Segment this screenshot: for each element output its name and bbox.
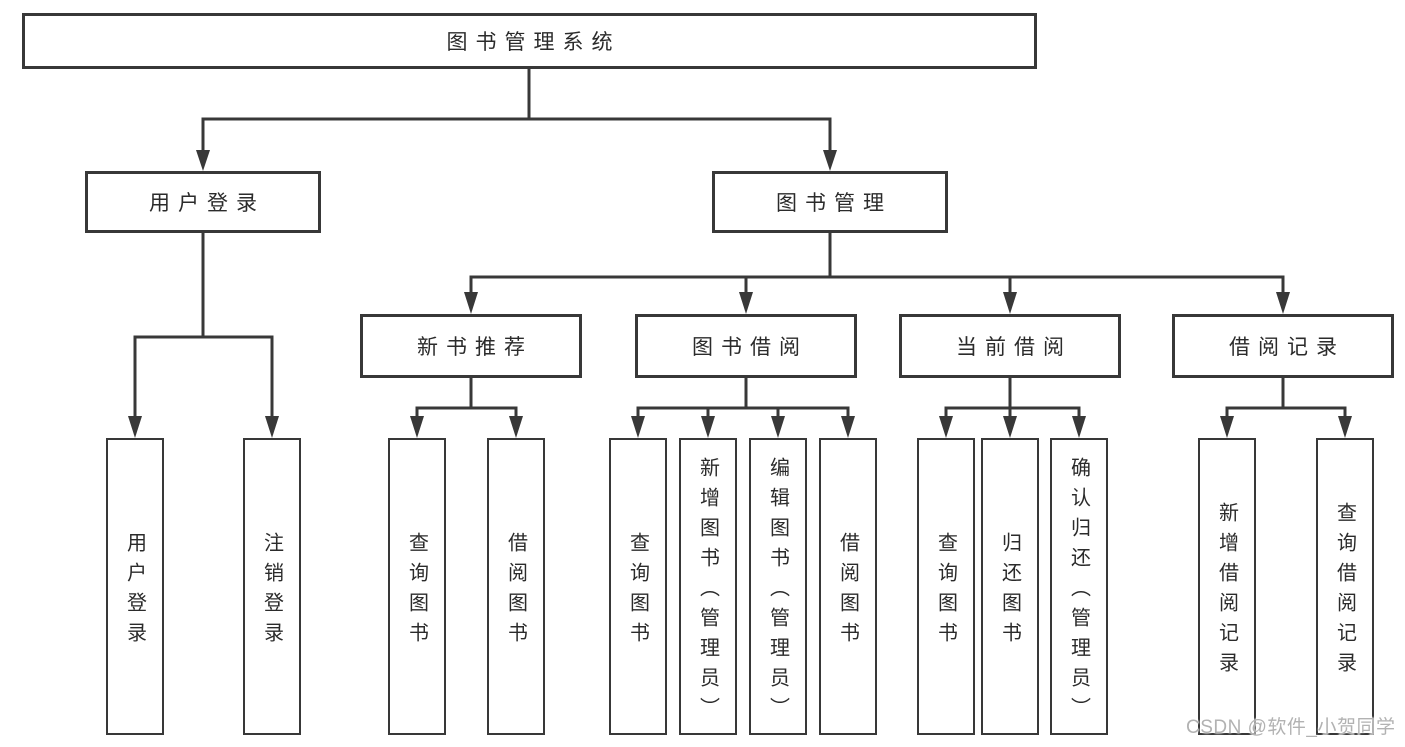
node-query-books-1: 查询图书 [388,438,446,735]
node-label: 编辑图书（管理员） [766,456,789,727]
node-label: 图书管理 [776,192,892,215]
node-add-borrow-record: 新增借阅记录 [1198,438,1256,735]
node-borrowing-records: 借阅记录 [1172,314,1394,378]
node-label: 归还图书 [998,531,1021,652]
node-label: 查询借阅记录 [1333,501,1356,682]
node-label: 查询图书 [626,531,649,652]
node-label: 确认归还（管理员） [1067,456,1090,727]
node-label: 用户登录 [123,531,146,652]
watermark-text: CSDN @软件_小贺同学 [1186,717,1396,738]
node-query-books-2: 查询图书 [609,438,667,735]
node-label: 图书借阅 [692,336,808,359]
node-label: 借阅图书 [504,531,527,652]
node-user-login: 用户登录 [106,438,164,735]
node-label: 新增借阅记录 [1215,501,1238,682]
node-add-books-admin: 新增图书（管理员） [679,438,737,735]
node-user-login-group: 用户登录 [85,171,321,233]
node-label: 注销登录 [260,531,283,652]
node-borrow-books-2: 借阅图书 [819,438,877,735]
node-return-books: 归还图书 [981,438,1039,735]
node-library-management-system: 图书管理系统 [22,13,1037,69]
node-label: 图书管理系统 [446,31,621,54]
node-new-book-recommendation: 新书推荐 [360,314,582,378]
node-logout: 注销登录 [243,438,301,735]
node-current-borrowing: 当前借阅 [899,314,1121,378]
node-label: 新书推荐 [417,336,533,359]
node-label: 借阅图书 [836,531,859,652]
node-label: 查询图书 [405,531,428,652]
node-book-borrowing: 图书借阅 [635,314,857,378]
node-edit-books-admin: 编辑图书（管理员） [749,438,807,735]
node-confirm-return-admin: 确认归还（管理员） [1050,438,1108,735]
node-label: 用户登录 [149,192,265,215]
node-borrow-books-1: 借阅图书 [487,438,545,735]
node-query-books-3: 查询图书 [917,438,975,735]
node-label: 新增图书（管理员） [696,456,719,727]
node-label: 当前借阅 [956,336,1072,359]
node-query-borrow-record: 查询借阅记录 [1316,438,1374,735]
node-label: 借阅记录 [1229,336,1345,359]
node-label: 查询图书 [934,531,957,652]
node-book-management-group: 图书管理 [712,171,948,233]
